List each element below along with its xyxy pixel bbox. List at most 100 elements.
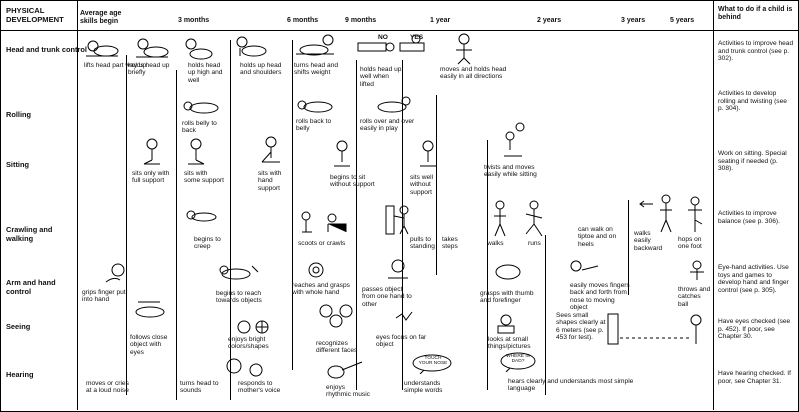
caption: begins to sit without support [330, 174, 375, 189]
backward-arrow-icon [638, 200, 654, 208]
baby-creeping-figure [186, 207, 220, 223]
lifted-baby-no-figure [356, 33, 434, 63]
caption: holds head up high and well [188, 62, 223, 84]
caption: sits only with full support [132, 170, 170, 185]
caption: rolls belly to back [182, 120, 217, 135]
child-looking-picture-figure [495, 312, 517, 334]
faces-figure [316, 303, 360, 329]
action-arm: Eye-hand activities. Use toys and games … [718, 264, 789, 294]
caption: enjoys rhythmic music [326, 384, 370, 399]
action-sitting: Work on sitting. Special seating if need… [718, 150, 787, 173]
caption: passes object from one hand to other [362, 286, 412, 308]
child-moving-head-figure [450, 32, 480, 66]
header-age-5-years: 5 years [670, 17, 695, 24]
header-age-3-months: 3 months [178, 17, 210, 24]
eye-test-distance-figure [606, 308, 706, 348]
baby-head-up-high-figure [184, 38, 214, 60]
speech-bubble-touch-nose [412, 354, 452, 374]
row-label-sitting: Sitting [6, 160, 29, 169]
child-running-figure [522, 200, 546, 238]
header-physical-development: PHYSICAL DEVELOPMENT [6, 6, 64, 24]
action-head: Activities to improve head and trunk con… [718, 40, 794, 63]
caption: turns head and shifts weight [294, 62, 338, 77]
action-crawling: Activities to improve balance (see p. 30… [718, 210, 780, 225]
age-line [176, 70, 177, 400]
baby-crawling-figure [298, 210, 350, 236]
action-rolling: Activities to develop rolling and twisti… [718, 90, 787, 113]
baby-passing-object-figure [384, 258, 412, 282]
caption: hops on one foot [678, 236, 702, 251]
age-line [545, 235, 546, 395]
child-walking-backward-figure [656, 194, 676, 234]
row-label-head: Head and trunk control [6, 45, 87, 54]
baby-following-object-figure [130, 300, 170, 320]
child-throwing-ball-figure [686, 260, 708, 282]
hand-grasping-figure [306, 260, 326, 280]
age-line [628, 200, 629, 295]
header-age-9-months: 9 months [345, 17, 377, 24]
baby-pulling-up-figure [384, 202, 418, 236]
caption: looks at small things/pictures [488, 336, 531, 351]
caption: reaches and grasps with whole hand [292, 282, 350, 297]
child-pinch-grasp-figure [494, 262, 524, 282]
caption: moves and holds head easily in all direc… [440, 66, 507, 81]
caption: rolls over and over easily in play [360, 118, 415, 133]
age-line [126, 55, 127, 395]
child-sitting-well-figure [416, 140, 440, 170]
baby-sitting-hand-support-figure [258, 136, 284, 168]
header-age-6-months: 6 months [287, 17, 319, 24]
caption: sits with hand support [258, 170, 282, 192]
header-age-2-years: 2 years [537, 17, 562, 24]
age-line [436, 95, 437, 275]
baby-lifting-head-figure [84, 36, 120, 58]
caption: responds to mother's voice [238, 380, 281, 395]
column-divider-labels [77, 0, 78, 410]
row-label-rolling: Rolling [6, 110, 32, 119]
caption: walks [487, 240, 504, 247]
caption: holds head up well when lifted [360, 66, 402, 88]
caption: holds up head and shoulders [240, 62, 282, 77]
column-divider-actions [713, 0, 714, 410]
baby-turns-head-figure [292, 32, 336, 58]
caption: takes steps [442, 236, 458, 251]
mother-and-baby-figure [224, 356, 274, 382]
header-age-3-years: 3 years [621, 17, 646, 24]
baby-sitting-some-support-figure [184, 138, 208, 170]
baby-rolling-back-figure [296, 95, 338, 115]
caption: runs [528, 240, 541, 247]
bubble-touch-nose-text: TOUCH YOUR NOSE [418, 356, 448, 367]
caption: grips finger put into hand [82, 289, 126, 304]
bird-far-object-icon [394, 310, 418, 324]
header-what-to-do: What to do if a child is behind [718, 6, 793, 21]
action-seeing: Have eyes checked (see p. 452). If poor,… [718, 318, 791, 341]
header-average-age: Average age skills begin [80, 10, 122, 25]
child-hopping-figure [684, 196, 706, 234]
caption: hears clearly and understands most simpl… [508, 378, 634, 393]
bright-toys-figure [236, 318, 270, 336]
speech-bubble-where-dad [500, 352, 536, 372]
mark-yes: YES [410, 34, 424, 41]
row-label-arm: Arm and hand control [6, 278, 56, 296]
caption: scoots or crawls [298, 240, 346, 247]
caption: walks easily backward [634, 230, 663, 252]
bubble-where-dad-text: WHERE IS DAD? [506, 354, 530, 365]
caption: begins to reach towards objects [216, 290, 262, 305]
caption: begins to creep [194, 236, 221, 251]
baby-rolling-play-figure [370, 95, 412, 115]
caption: sits with some support [184, 170, 224, 185]
caption: sits well without support [410, 174, 434, 196]
action-hearing: Have hearing checked. If poor, see Chapt… [718, 370, 791, 385]
caption: recognizes different faces [316, 340, 358, 355]
caption: turns head to sounds [180, 380, 219, 395]
caption: eyes focus on far object [376, 334, 427, 349]
row-label-seeing: Seeing [6, 322, 31, 331]
caption: holds head up briefly [128, 62, 170, 77]
caption: grasps with thumb and forefinger [480, 290, 534, 305]
child-walking-figure [490, 200, 510, 238]
caption: understands simple words [404, 380, 443, 395]
baby-sitting-supported-figure [140, 138, 164, 170]
caption: moves or cries at a loud noise [86, 380, 129, 395]
age-line [402, 60, 403, 390]
guitar-music-icon [324, 360, 364, 382]
header-age-1-year: 1 year [430, 17, 451, 24]
